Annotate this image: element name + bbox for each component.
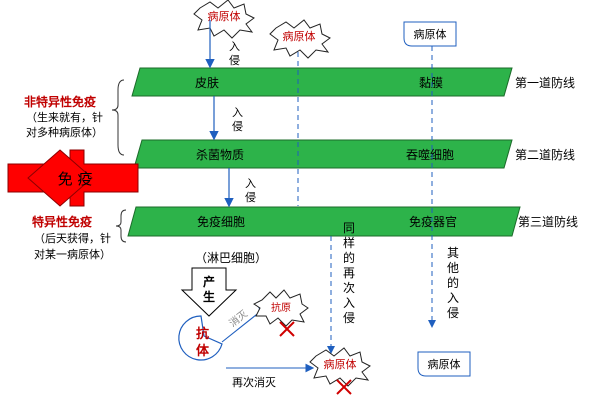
invade-text-2a: 入 — [232, 106, 243, 119]
reinvade-char-2: 样 — [343, 235, 355, 250]
pathogen-burst-2 — [269, 19, 331, 59]
other-char-5: 侵 — [447, 305, 459, 320]
antibody-text-2: 体 — [196, 343, 210, 359]
band-3-tag: 第三道防线 — [518, 214, 578, 229]
specific-title: 特异性免疫 — [32, 214, 92, 229]
other-char-2: 他 — [447, 261, 459, 275]
immunity-label: 免 疫 — [58, 170, 93, 188]
specific-desc-2: 对某一病原体） — [34, 247, 111, 261]
band-1-tag: 第一道防线 — [515, 75, 575, 90]
pathogen-label-4: 病原体 — [324, 357, 357, 371]
invade-text-3a: 入 — [245, 177, 256, 190]
pathogen-burst-1 — [193, 0, 255, 39]
band-1-left: 皮肤 — [195, 75, 219, 90]
band-2-tag: 第二道防线 — [515, 147, 575, 162]
invade-text-1a: 入 — [229, 40, 240, 53]
band-3-right: 免疫器官 — [409, 214, 457, 229]
other-char-4: 入 — [447, 291, 459, 305]
lymph-label: （淋巴细胞） — [195, 251, 267, 265]
reinvade-char-3: 的 — [343, 250, 355, 265]
reinvade-char-7: 侵 — [343, 310, 355, 325]
nonspecific-desc-2: 对多种病原体） — [26, 125, 103, 139]
band-2-right: 吞噬细胞 — [406, 147, 454, 162]
reinvade-char-4: 再 — [343, 266, 355, 280]
invade-text-2b: 侵 — [232, 120, 243, 133]
pathogen-label-2: 病原体 — [283, 29, 316, 43]
pathogen-label-3: 病原体 — [414, 27, 447, 41]
antigen-label: 抗原 — [271, 301, 291, 314]
reinvade-char-5: 次 — [343, 281, 355, 295]
specific-brace — [115, 209, 127, 243]
reinvade-char-1: 同 — [343, 221, 355, 235]
pathogen-bubble-bottom — [417, 351, 471, 377]
reinvade-char-6: 入 — [343, 296, 355, 310]
band-3-left: 免疫细胞 — [197, 214, 245, 229]
produce-arrow — [180, 267, 238, 317]
nonspecific-title: 非特异性免疫 — [24, 94, 96, 109]
eliminate-label: 消灭 — [226, 307, 250, 330]
band-line-2 — [133, 139, 513, 169]
nonspecific-desc-1: （生来就有，针 — [26, 110, 103, 124]
produce-text-2: 生 — [203, 289, 215, 304]
pathogen-burst-4 — [309, 347, 371, 387]
band-1-right: 黏膜 — [419, 76, 443, 90]
pathogen-bubble-top — [403, 21, 457, 47]
antigen-burst — [253, 289, 309, 327]
antibody-text-1: 抗 — [196, 326, 209, 342]
invade-text-1b: 侵 — [229, 54, 240, 67]
other-char-3: 的 — [447, 275, 459, 290]
band-line-3 — [127, 206, 521, 237]
band-line-1 — [131, 67, 513, 97]
invade-text-3b: 侵 — [245, 191, 256, 204]
produce-text-1: 产 — [203, 274, 215, 289]
specific-desc-1: （后天获得，针 — [34, 231, 111, 245]
x-mark-2 — [336, 379, 352, 395]
x-mark-1 — [279, 321, 295, 337]
immunity-arrow-tip — [27, 149, 93, 207]
other-char-1: 其 — [447, 246, 459, 260]
pathogen-label-5: 病原体 — [428, 357, 461, 371]
nonspecific-brace — [111, 79, 125, 156]
pathogen-label-1: 病原体 — [208, 9, 241, 23]
band-2-left: 杀菌物质 — [196, 147, 244, 162]
antibody-shape — [178, 315, 223, 361]
eliminate-again-label: 再次消灭 — [232, 375, 276, 389]
